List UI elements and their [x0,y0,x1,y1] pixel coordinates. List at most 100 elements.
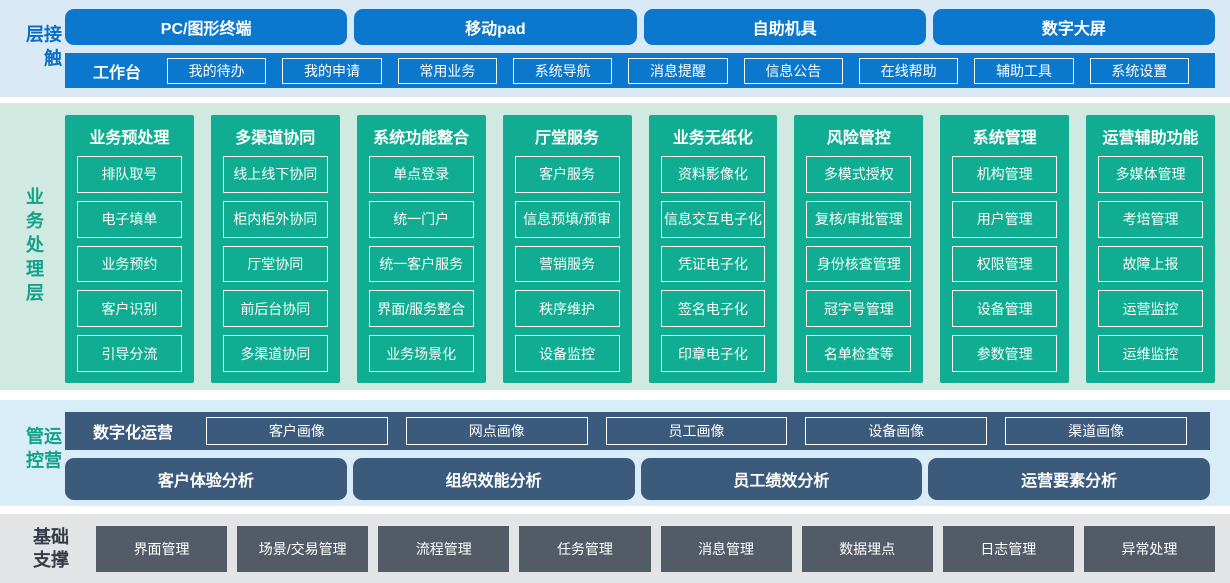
module-multimode-authorization[interactable]: 多模式授权 [806,156,912,193]
analysis-employee-performance[interactable]: 员工绩效分析 [640,458,923,500]
module-permission-management[interactable]: 权限管理 [952,245,1058,283]
foundation-process-management[interactable]: 流程管理 [378,525,510,572]
module-document-imaging[interactable]: 资料影像化 [660,156,766,193]
column-title: 运营辅助功能 [1102,130,1199,147]
column-operation-auxiliary: 运营辅助功能 多媒体管理 考培管理 故障上报 运营监控 运维监控 [1086,115,1215,383]
column-title: 业务预处理 [89,130,170,147]
module-unified-customer-service[interactable]: 统一客户服务 [368,245,474,283]
module-order-maintenance[interactable]: 秩序维护 [514,290,620,328]
module-electronic-signature[interactable]: 签名电子化 [660,290,766,328]
digital-operations-bar: 数字化运营 客户画像 网点画像 员工画像 设备画像 渠道画像 [65,412,1210,450]
column-system-integration: 系统功能整合 单点登录 统一门户 统一客户服务 界面/服务整合 业务场景化 [356,115,486,383]
profile-customer[interactable]: 客户画像 [206,417,388,445]
workbench-item-my-todo[interactable]: 我的待办 [167,57,267,84]
module-online-offline-collab[interactable]: 线上线下协同 [222,156,328,193]
foundation-message-management[interactable]: 消息管理 [660,525,792,572]
module-banknote-serial[interactable]: 冠字号管理 [806,290,912,328]
module-electronic-seal[interactable]: 印章电子化 [660,335,766,372]
workbench-item-system-settings[interactable]: 系统设置 [1089,57,1189,84]
column-title: 系统功能整合 [373,130,470,147]
profile-device[interactable]: 设备画像 [805,417,988,445]
workbench-item-announcements[interactable]: 信息公告 [743,57,843,84]
column-multichannel-collaboration: 多渠道协同 线上线下协同 柜内柜外协同 厅堂协同 前后台协同 多渠道协同 [210,115,340,383]
operations-control-band: 运营管控 数字化运营 客户画像 网点画像 员工画像 设备画像 渠道画像 客户体验… [0,400,1230,506]
module-business-scenario[interactable]: 业务场景化 [368,335,474,372]
module-customer-service[interactable]: 客户服务 [514,156,620,193]
module-identity-verification[interactable]: 身份核查管理 [806,245,912,283]
foundation-layer-label: 基础支撑 [33,527,69,570]
analysis-organizational-efficiency[interactable]: 组织效能分析 [352,458,635,500]
foundation-boxes: 界面管理 场景/交易管理 流程管理 任务管理 消息管理 数据埋点 日志管理 异常… [96,525,1215,572]
module-operation-monitoring[interactable]: 运营监控 [1098,290,1203,328]
column-risk-control: 风险管控 多模式授权 复核/审批管理 身份核查管理 冠字号管理 名单检查等 [794,115,924,383]
workbench-bar: 工作台 我的待办 我的申请 常用业务 系统导航 消息提醒 信息公告 在线帮助 辅… [65,53,1215,88]
business-columns: 业务预处理 排队取号 电子填单 业务预约 客户识别 引导分流 多渠道协同 线上线… [65,115,1215,383]
module-organization-management[interactable]: 机构管理 [952,156,1058,193]
foundation-exception-handling[interactable]: 异常处理 [1083,525,1215,572]
foundation-data-tracking[interactable]: 数据埋点 [801,525,933,572]
foundation-scenario-transaction-management[interactable]: 场景/交易管理 [237,525,369,572]
module-ui-service-integration[interactable]: 界面/服务整合 [368,290,474,328]
column-title: 风险管控 [826,130,891,147]
terminal-mobile-pad[interactable]: 移动pad [354,9,637,45]
profile-employee[interactable]: 员工画像 [605,417,788,445]
module-electronic-interaction[interactable]: 信息交互电子化 [660,200,766,238]
contact-layer-label: 接触层 [24,24,62,73]
workbench-item-common-business[interactable]: 常用业务 [397,57,497,84]
workbench-label: 工作台 [93,64,142,82]
column-paperless-business: 业务无纸化 资料影像化 信息交互电子化 凭证电子化 签名电子化 印章电子化 [648,115,778,383]
module-training-management[interactable]: 考培管理 [1098,200,1203,238]
module-guided-diversion[interactable]: 引导分流 [77,335,182,372]
module-counter-collab[interactable]: 柜内柜外协同 [222,200,328,238]
module-device-monitoring[interactable]: 设备监控 [514,335,620,372]
foundation-support-band: 基础支撑 界面管理 场景/交易管理 流程管理 任务管理 消息管理 数据埋点 日志… [0,514,1230,583]
business-processing-band: 业务处理层 业务预处理 排队取号 电子填单 业务预约 客户识别 引导分流 多渠道… [0,103,1230,390]
module-customer-identification[interactable]: 客户识别 [77,290,182,328]
module-electronic-form[interactable]: 电子填单 [77,200,182,238]
column-system-management: 系统管理 机构管理 用户管理 权限管理 设备管理 参数管理 [940,115,1070,383]
module-marketing-service[interactable]: 营销服务 [514,245,620,283]
terminal-pc[interactable]: PC/图形终端 [65,9,348,45]
profile-branch[interactable]: 网点画像 [405,417,588,445]
module-single-sign-on[interactable]: 单点登录 [368,156,474,193]
column-title: 系统管理 [972,130,1037,147]
column-title: 多渠道协同 [235,130,316,147]
module-parameter-management[interactable]: 参数管理 [952,335,1058,372]
workbench-item-message-alerts[interactable]: 消息提醒 [628,57,728,84]
workbench-item-auxiliary-tools[interactable]: 辅助工具 [974,57,1074,84]
module-info-prefill-preaudit[interactable]: 信息预填/预审 [514,200,620,238]
module-fault-reporting[interactable]: 故障上报 [1098,245,1203,283]
digital-operations-label: 数字化运营 [93,425,174,442]
module-queue-number[interactable]: 排队取号 [77,156,182,193]
column-title: 业务无纸化 [672,130,753,147]
foundation-ui-management[interactable]: 界面管理 [96,525,228,572]
analysis-customer-experience[interactable]: 客户体验分析 [65,458,347,500]
terminal-row: PC/图形终端 移动pad 自助机具 数字大屏 [65,9,1215,45]
column-title: 厅堂服务 [535,130,600,147]
workbench-item-system-navigation[interactable]: 系统导航 [513,57,613,84]
module-electronic-voucher[interactable]: 凭证电子化 [660,245,766,283]
module-unified-portal[interactable]: 统一门户 [368,200,474,238]
module-device-management[interactable]: 设备管理 [952,290,1058,328]
module-review-approval[interactable]: 复核/审批管理 [806,200,912,238]
module-maintenance-monitoring[interactable]: 运维监控 [1098,335,1203,372]
foundation-task-management[interactable]: 任务管理 [519,525,651,572]
module-list-checking[interactable]: 名单检查等 [806,335,912,372]
workbench-item-online-help[interactable]: 在线帮助 [858,57,959,84]
profile-channel[interactable]: 渠道画像 [1005,417,1187,445]
foundation-log-management[interactable]: 日志管理 [942,525,1074,572]
workbench-item-my-applications[interactable]: 我的申请 [282,57,382,84]
operations-layer-label: 运营管控 [24,426,62,475]
module-user-management[interactable]: 用户管理 [952,200,1058,238]
module-business-appointment[interactable]: 业务预约 [77,245,182,283]
module-front-back-collab[interactable]: 前后台协同 [222,290,328,328]
module-multichannel-collab[interactable]: 多渠道协同 [222,335,328,372]
analysis-row: 客户体验分析 组织效能分析 员工绩效分析 运营要素分析 [65,458,1210,500]
module-multimedia-management[interactable]: 多媒体管理 [1098,156,1203,193]
module-lobby-collab[interactable]: 厅堂协同 [222,245,328,283]
terminal-self-service[interactable]: 自助机具 [643,9,926,45]
terminal-digital-screen[interactable]: 数字大屏 [932,9,1215,45]
column-lobby-services: 厅堂服务 客户服务 信息预填/预审 营销服务 秩序维护 设备监控 [502,115,632,383]
analysis-operation-elements[interactable]: 运营要素分析 [928,458,1210,500]
